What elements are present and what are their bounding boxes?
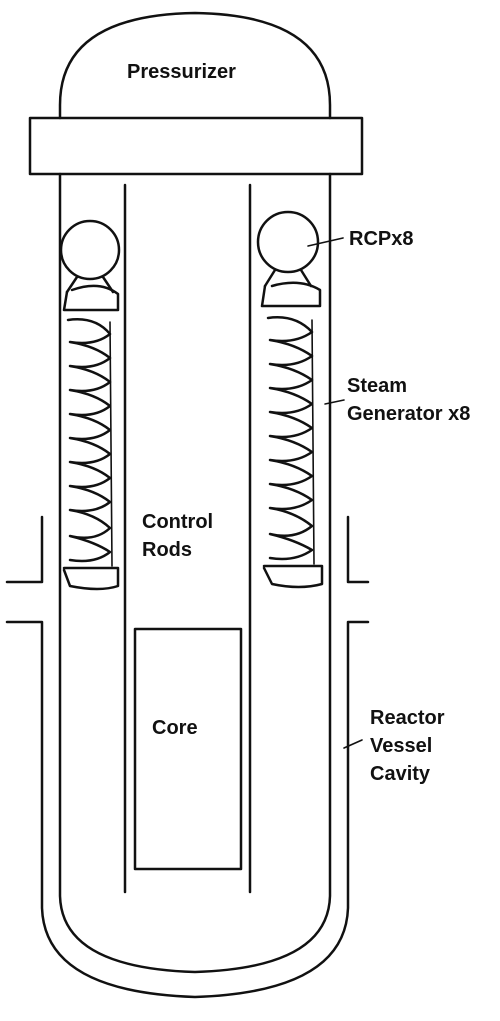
control-rods-label: Control Rods xyxy=(142,508,213,564)
steam-generator-leader-line xyxy=(324,399,345,405)
rcp-label: RCPx8 xyxy=(349,228,414,250)
control-rods-label-line1: Control xyxy=(142,511,214,533)
vessel-flange xyxy=(28,116,364,176)
left-sg-coil-back xyxy=(109,321,113,567)
right-rcp-stem xyxy=(263,268,313,288)
steam-generator-label-line1: Steam xyxy=(347,375,408,397)
left-sg-top-cap xyxy=(62,284,120,312)
left-sg-bottom-cap xyxy=(62,566,120,591)
reactor-vessel-wall xyxy=(58,11,332,974)
left-coolant-loop xyxy=(59,219,121,591)
reactor-cavity-wall xyxy=(5,515,370,999)
cavity-label-line1: Reactor xyxy=(370,707,445,729)
core-label: Core xyxy=(152,717,198,739)
steam-generator-label: Steam Generator x8 xyxy=(347,372,470,428)
rcp-leader-line xyxy=(307,237,344,247)
right-sg-bottom-cap xyxy=(262,564,324,589)
cavity-label-line3: Cavity xyxy=(370,763,431,785)
pressurizer-label: Pressurizer xyxy=(127,61,236,83)
reactor-vessel-cavity-label: Reactor Vessel Cavity xyxy=(370,704,444,788)
right-rcp-pump xyxy=(256,210,320,274)
steam-generator-label-line2: Generator x8 xyxy=(347,403,471,425)
control-rods-label-line2: Rods xyxy=(142,539,192,561)
right-coolant-loop xyxy=(256,210,324,589)
right-sg-coil xyxy=(266,316,314,561)
left-rcp-pump xyxy=(59,219,121,281)
cavity-label-line2: Vessel xyxy=(370,735,433,757)
cavity-leader-line xyxy=(343,739,363,749)
right-sg-coil-back xyxy=(311,319,315,565)
right-sg-top-cap xyxy=(260,281,322,308)
left-sg-coil xyxy=(66,318,112,563)
core-block xyxy=(133,627,243,871)
